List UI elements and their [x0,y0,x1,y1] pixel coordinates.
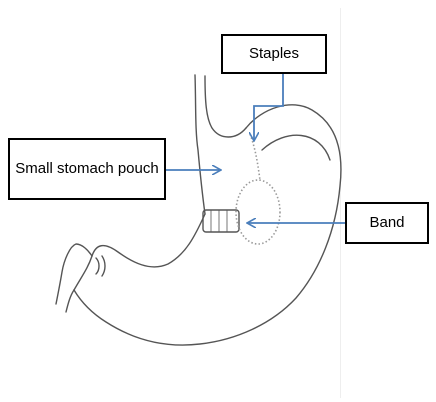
pouch-label-box: Small stomach pouch [8,138,166,200]
duodenum-outline [56,244,92,304]
stomach-outline-inner [262,135,330,160]
pouch-label: Small stomach pouch [15,160,158,178]
stomach-outline-esophagus-right [205,76,246,137]
band-label: Band [369,214,404,232]
stomach-outline-lesser-curvature [74,214,205,290]
staples-line [250,134,260,180]
band-label-box: Band [345,202,429,244]
staples-label: Staples [249,45,299,63]
staples-ring [236,180,280,244]
stomach-outline-left [195,75,205,214]
band-shape [203,210,239,232]
staples-label-box: Staples [221,34,327,74]
duodenum-outline-lower [66,290,74,312]
